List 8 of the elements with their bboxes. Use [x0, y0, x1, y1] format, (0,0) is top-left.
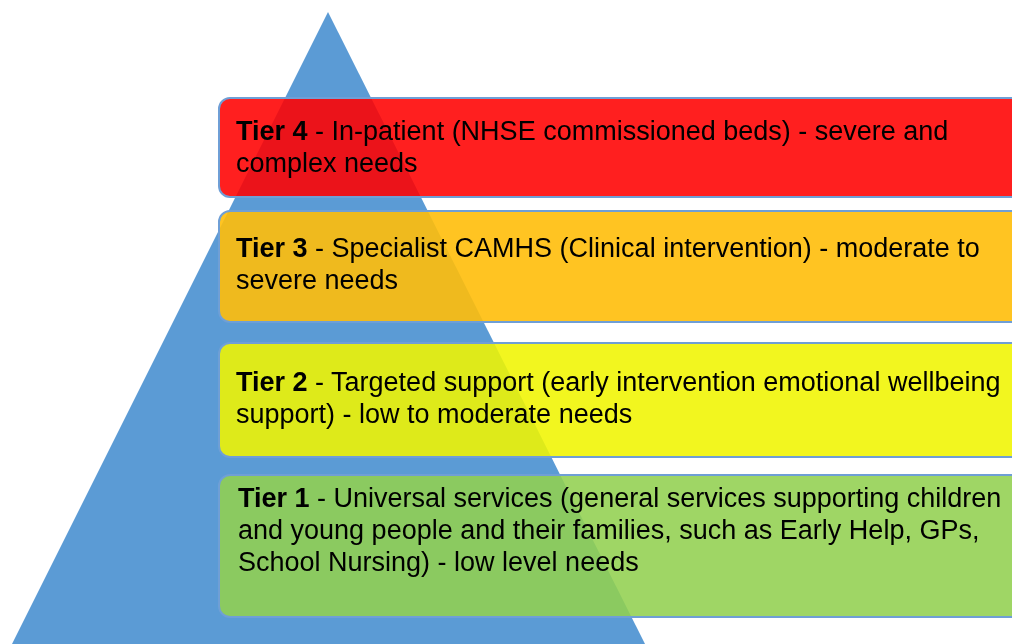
tier-description: Tier 2 - Targeted support (early intervention emotional wellbeing support) - low to moderate needs [236, 366, 1002, 430]
tier-description: Tier 1 - Universal services (general services supporting children and young people and their families, such as Early Help, GPs, School Nursing) - low level needs [238, 482, 1003, 578]
tier-box [218, 97, 1012, 198]
tier-box [218, 342, 1012, 458]
tier-description: Tier 4 - In-patient (NHSE commissioned beds) - severe and complex needs [236, 115, 950, 179]
tier-box [218, 210, 1012, 323]
tier-description: Tier 3 - Specialist CAMHS (Clinical intervention) - moderate to severe needs [236, 232, 981, 296]
tier-box [218, 474, 1012, 618]
